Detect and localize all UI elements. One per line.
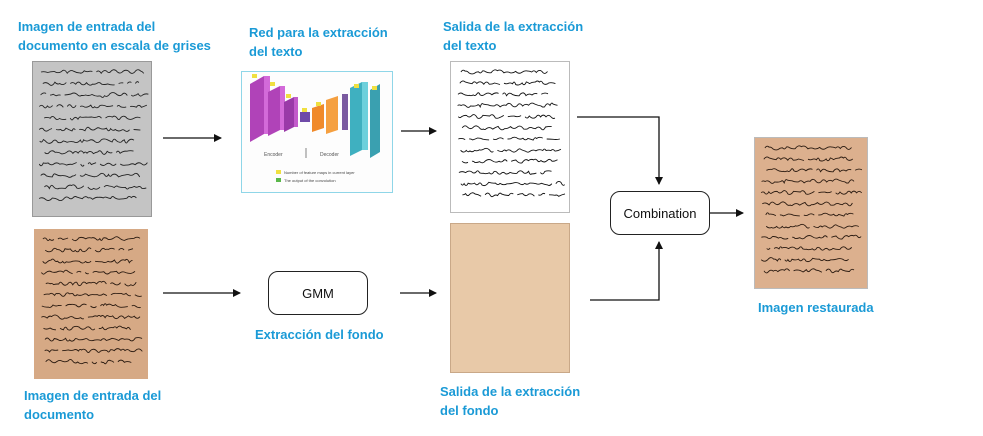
handwriting-line: [44, 184, 147, 190]
arrow-background-to-combination: [590, 241, 663, 301]
legend-swatch-green: [276, 178, 281, 182]
handwriting-line: [766, 246, 853, 251]
gray-input-label: Imagen de entrada del documento en escal…: [18, 17, 211, 55]
decoder-caption: Decoder: [320, 152, 339, 158]
handwriting-line: [38, 195, 137, 202]
background-output-label-line2: del fondo: [440, 403, 499, 418]
handwriting-line: [457, 102, 558, 109]
restored-image: [754, 137, 868, 289]
text-output-label-line1: Salida de la extracción: [443, 19, 584, 34]
text-output-label-line2: del texto: [443, 38, 497, 53]
output-blocks: [350, 82, 380, 158]
handwriting-line: [44, 348, 143, 354]
doc-input-label-line2: documento: [24, 407, 95, 422]
handwriting-line: [45, 359, 132, 365]
handwriting-line: [761, 234, 862, 240]
gray-input-label-line2: documento en escala de grises: [18, 38, 211, 53]
handwriting-line: [42, 81, 140, 86]
handwriting-line: [42, 236, 141, 242]
handwriting-line: [45, 280, 137, 287]
sepia-input-image: [34, 229, 148, 379]
handwriting-line: [41, 303, 141, 309]
doc-input-label: Imagen de entrada del documento: [24, 386, 161, 424]
gray-input-image: [32, 61, 152, 217]
network-figure: Encoder Decoder Number of feature maps i…: [241, 71, 393, 193]
text-output-label: Salida de la extracción del texto: [443, 17, 583, 55]
handwriting-line: [760, 190, 863, 195]
combination-box: Combination: [610, 191, 710, 235]
handwriting-line: [458, 170, 552, 175]
handwriting-line: [762, 201, 853, 207]
restored-label: Imagen restaurada: [758, 300, 874, 315]
legend-text-2: The output of the convolution: [284, 178, 336, 183]
text-output-image: [450, 61, 570, 213]
handwriting-line: [40, 172, 141, 178]
handwriting-line: [457, 114, 556, 119]
handwriting-line: [38, 162, 148, 167]
handwriting-line: [41, 269, 136, 275]
handwriting-line: [42, 258, 133, 264]
handwriting-line: [459, 80, 556, 86]
handwriting-strokes: [760, 146, 866, 273]
network-label-line2: del texto: [249, 44, 303, 59]
network-label: Red para la extracción del texto: [249, 23, 388, 61]
handwriting-line: [765, 223, 859, 229]
handwriting-line: [761, 178, 855, 185]
handwriting-strokes: [38, 69, 151, 202]
background-output-label-line1: Salida de la extracción: [440, 384, 581, 399]
legend-swatch-yellow: [276, 170, 281, 174]
background-output-image: [450, 223, 570, 373]
handwriting-line: [40, 69, 145, 75]
legend-text-1: Number of feature maps in current layer: [284, 170, 355, 175]
handwriting-line: [763, 156, 854, 162]
handwriting-line: [760, 257, 849, 263]
handwriting-line: [43, 115, 141, 121]
arrow-text-to-combination: [577, 116, 663, 185]
handwriting-line: [38, 104, 148, 109]
handwriting-line: [44, 247, 134, 253]
network-label-line1: Red para la extracción: [249, 25, 388, 40]
handwriting-strokes: [457, 70, 566, 198]
bottleneck-block: [300, 112, 310, 122]
feature-map-markers: [252, 74, 377, 112]
handwriting-line: [460, 180, 566, 187]
decoder-blocks: [312, 94, 348, 134]
handwriting-line: [39, 138, 135, 144]
encoder-blocks: [250, 76, 298, 142]
handwriting-line: [462, 192, 566, 198]
background-extraction-label: Extracción del fondo: [255, 327, 384, 342]
handwriting-line: [460, 147, 562, 153]
handwriting-line: [38, 126, 141, 132]
background-output-label: Salida de la extracción del fondo: [440, 382, 580, 420]
handwriting-line: [43, 292, 142, 297]
encoder-caption: Encoder: [264, 152, 283, 158]
handwriting-strokes: [41, 236, 146, 365]
gmm-box: GMM: [268, 271, 368, 315]
handwriting-line: [458, 136, 561, 141]
unet-diagram: Encoder Decoder Number of feature maps i…: [250, 74, 380, 183]
handwriting-line: [41, 314, 141, 320]
doc-input-label-line1: Imagen de entrada del: [24, 388, 162, 403]
gray-input-label-line1: Imagen de entrada del: [18, 19, 156, 34]
